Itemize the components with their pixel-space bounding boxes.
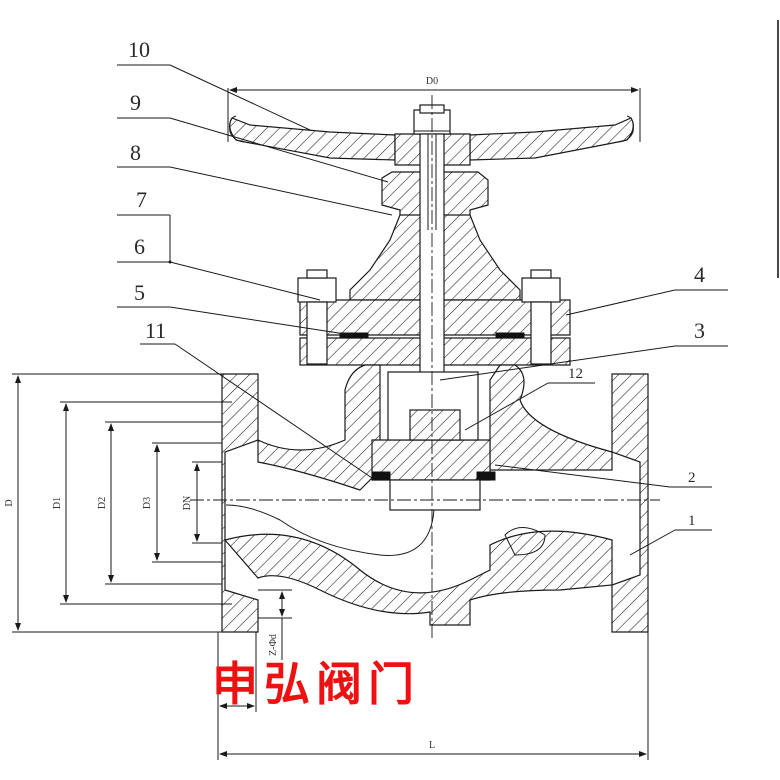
- callout-label: 3: [694, 318, 705, 343]
- callout-label: 8: [130, 140, 141, 165]
- dim-label-d3: D3: [142, 497, 153, 509]
- gasket-left: [339, 332, 369, 339]
- callout-9: 9: [117, 90, 389, 183]
- callout-7: 7: [117, 187, 171, 262]
- callout-label: 10: [128, 37, 150, 62]
- callout-label: 7: [136, 187, 147, 212]
- callout-label: 12: [568, 366, 583, 382]
- dim-label-d2: D2: [97, 497, 108, 509]
- dimension-d0: D0: [227, 76, 641, 142]
- callout-10: 10: [117, 37, 311, 131]
- callout-label: 1: [688, 513, 696, 529]
- seat-seal-left: [371, 471, 391, 481]
- callout-label: 9: [130, 90, 141, 115]
- callout-label: 2: [688, 470, 696, 486]
- seat-seal-right: [476, 471, 496, 481]
- dim-label-d0: D0: [426, 76, 438, 87]
- valve-body: [221, 364, 649, 633]
- flange-dimensions: D D1 D2 D3 DN: [4, 373, 232, 633]
- callout-5: 5: [117, 280, 346, 335]
- dim-label-d1: D1: [52, 497, 63, 509]
- dimension-length: L: [217, 632, 649, 760]
- yoke-bonnet: [297, 133, 571, 375]
- bolt-nut-left: [297, 277, 337, 303]
- callout-label: 11: [145, 318, 166, 343]
- callout-label: 6: [134, 234, 145, 259]
- gasket-right: [495, 332, 525, 339]
- callout-8: 8: [117, 140, 393, 216]
- callout-11: 11: [140, 318, 376, 481]
- callout-2: 2: [494, 464, 712, 488]
- dim-label-dn: DN: [182, 496, 193, 510]
- callout-3: 3: [439, 318, 728, 381]
- dim-label-bolt-holes: Z-Φd: [268, 634, 279, 656]
- dim-label-l: L: [429, 740, 435, 751]
- callout-label: 5: [134, 280, 145, 305]
- bolt-hole-dimension: Z-Φd: [217, 589, 292, 712]
- callout-label: 4: [694, 262, 705, 287]
- brand-watermark: 申弘阀门: [212, 657, 420, 711]
- callout-1: 1: [629, 513, 712, 556]
- dim-label-d: D: [4, 499, 15, 506]
- bolt-nut-right: [521, 277, 561, 303]
- callout-12: 12: [464, 366, 595, 431]
- callout-6: 6: [117, 234, 321, 301]
- callout-4: 4: [565, 262, 728, 316]
